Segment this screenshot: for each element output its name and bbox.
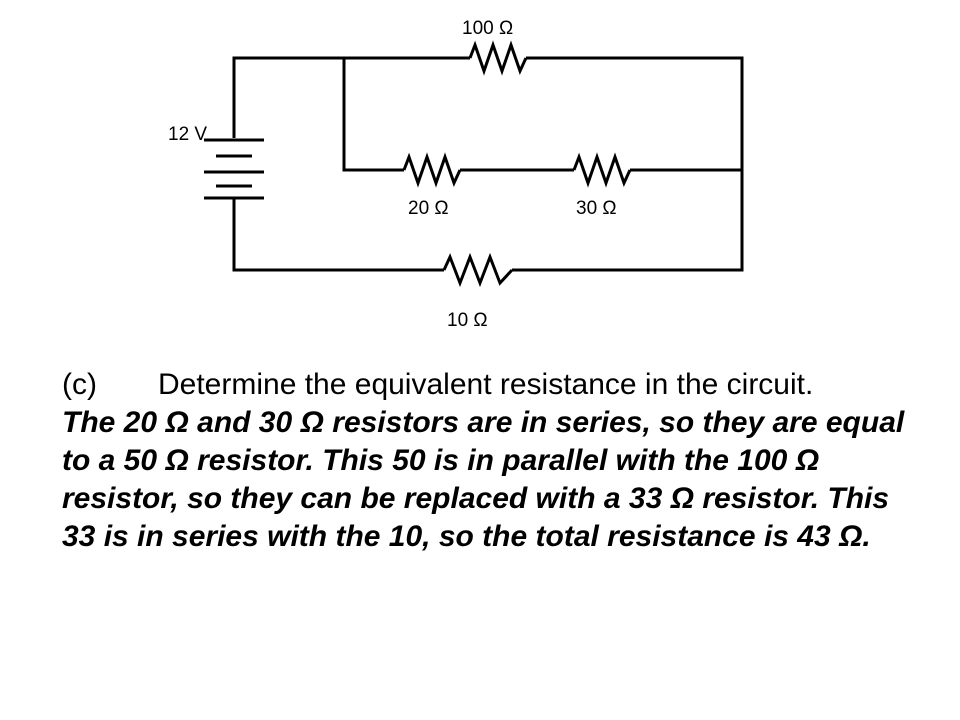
wire-inner-branch [342,58,404,172]
question-label: (c) [62,368,97,401]
wire-left-lower [232,198,444,272]
resistor-20-ohm [402,152,462,188]
resistor-10-label: 10 Ω [447,310,488,331]
question: (c) Determine the equivalent resistance i… [62,366,922,404]
explanation-text: (c) Determine the equivalent resistance i… [62,366,922,556]
resistor-100-ohm [468,40,528,76]
resistor-20-label: 20 Ω [408,198,449,219]
answer-text: The 20 Ω and 30 Ω resistors are in serie… [62,406,905,553]
wire-left-upper [232,56,470,138]
resistor-100-label: 100 Ω [462,18,513,39]
battery-symbol [204,138,264,200]
wire-top-right [512,56,744,272]
circuit-diagram: 100 Ω 12 V 20 Ω 30 Ω 10 Ω [168,18,744,331]
resistor-30-ohm [572,152,632,188]
question-text: Determine the equivalent resistance in t… [158,368,814,401]
battery-label: 12 V [168,124,207,145]
resistor-30-label: 30 Ω [576,198,617,219]
resistor-10-ohm [442,252,514,288]
